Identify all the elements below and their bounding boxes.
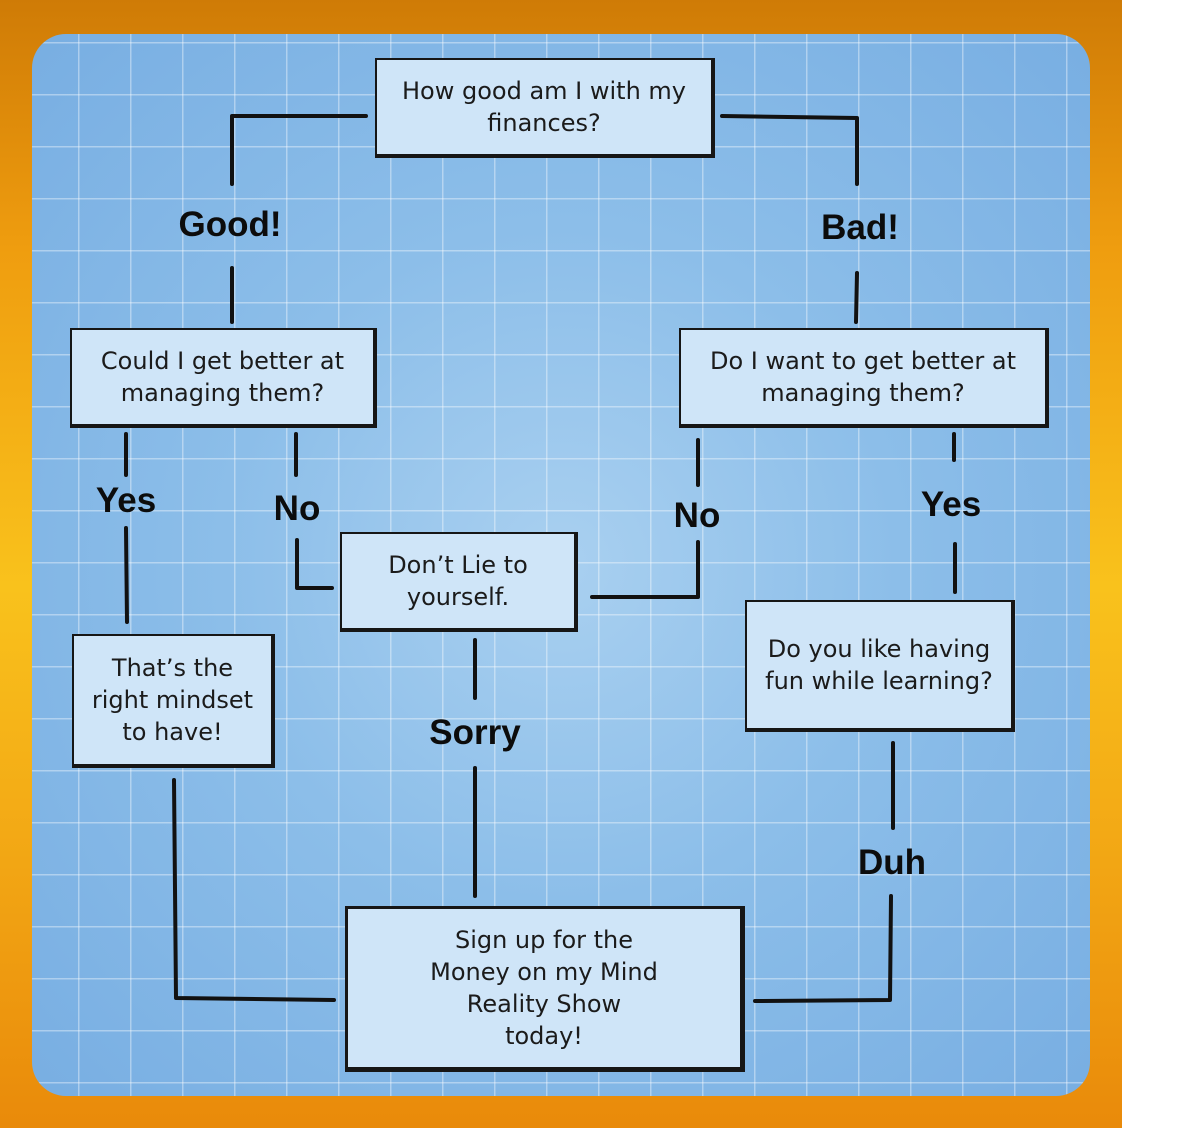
node-fun-question: Do you like having fun while learning? — [745, 600, 1015, 732]
node-right-mindset: That’s the right mindset to have! — [72, 634, 275, 768]
edge-label-duh: Duh — [857, 843, 927, 882]
edge-label-no-right: No — [673, 496, 721, 535]
connector-no-to-dontlie — [295, 538, 334, 590]
connector-mindset-to-signup — [172, 778, 336, 1002]
node-could-improve-question: Could I get better at managing them? — [70, 328, 377, 428]
edge-label-no-left: No — [273, 489, 321, 528]
connector-duh-to-signup — [753, 894, 893, 1003]
connector-yes-to-mindset — [124, 526, 129, 624]
node-dont-lie: Don’t Lie to yourself. — [340, 532, 578, 632]
node-sign-up: Sign up for the Money on my Mind Reality… — [345, 906, 745, 1072]
edge-label-yes-right: Yes — [920, 485, 982, 524]
edge-label-yes-left: Yes — [95, 481, 157, 520]
edge-label-sorry: Sorry — [429, 713, 521, 752]
connector-no-to-dontlie-right — [590, 540, 700, 599]
connector-bad-to-want — [854, 271, 859, 324]
edge-label-bad: Bad! — [821, 208, 899, 247]
node-finances-question: How good am I with my finances? — [375, 58, 715, 158]
edge-label-good: Good! — [178, 205, 282, 244]
connector-top-to-bad — [720, 114, 859, 186]
node-want-improve-question: Do I want to get better at managing them… — [679, 328, 1049, 428]
connector-top-to-good — [230, 114, 368, 186]
